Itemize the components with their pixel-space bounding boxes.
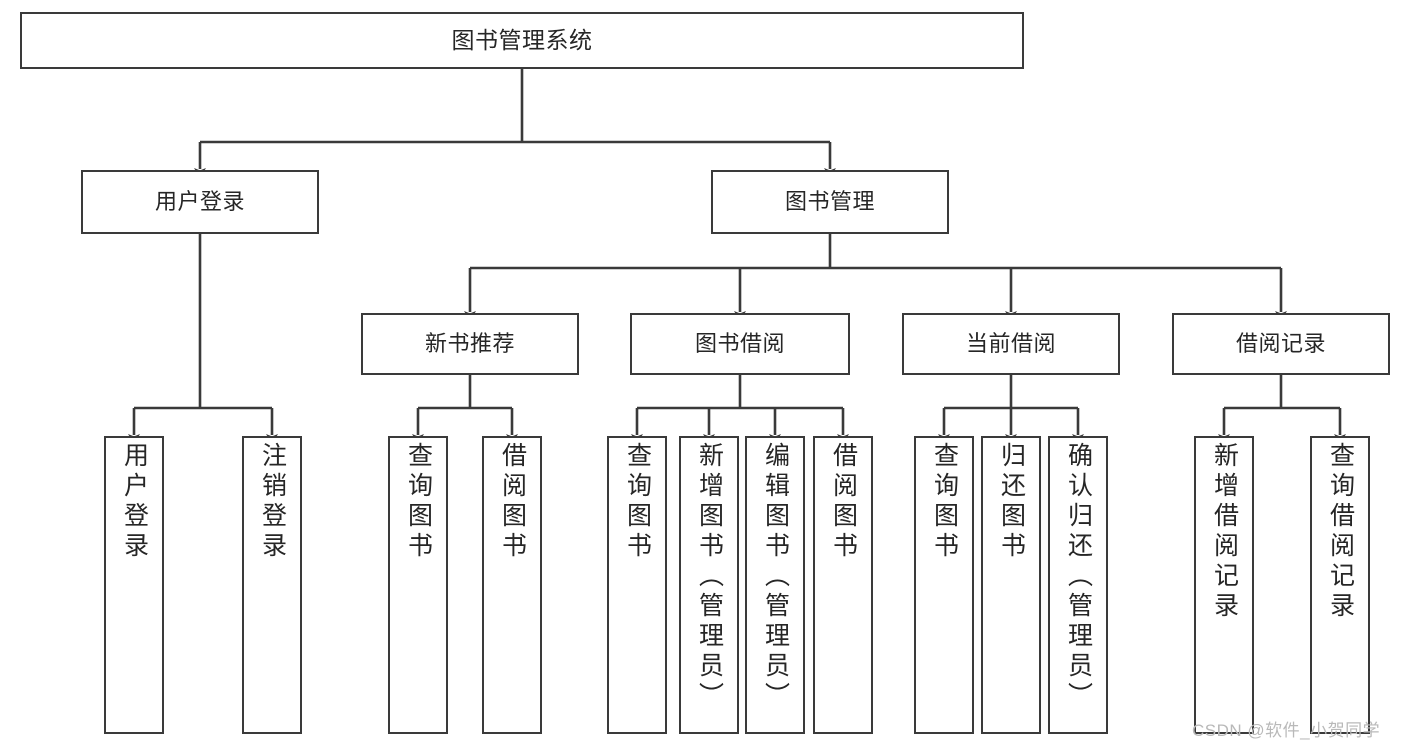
node-current[interactable]: 当前借阅 xyxy=(902,313,1120,375)
node-label: 图书管理系统 xyxy=(451,26,593,53)
node-l1[interactable]: 用户登录 xyxy=(104,436,164,734)
node-label: 注销登录 xyxy=(258,442,287,562)
node-label: 借阅记录 xyxy=(1235,331,1326,357)
node-l4[interactable]: 借阅图书 xyxy=(482,436,542,734)
node-l11[interactable]: 确认归还（管理员） xyxy=(1048,436,1108,734)
node-label: 确认归还（管理员） xyxy=(1064,442,1093,712)
node-label: 当前借阅 xyxy=(965,331,1056,357)
node-label: 借阅图书 xyxy=(498,442,527,562)
node-label: 用户登录 xyxy=(154,189,245,215)
node-records[interactable]: 借阅记录 xyxy=(1172,313,1390,375)
node-label: 查询图书 xyxy=(404,442,433,562)
node-label: 查询图书 xyxy=(930,442,959,562)
node-label: 编辑图书（管理员） xyxy=(761,442,790,712)
node-bookmgmt[interactable]: 图书管理 xyxy=(711,170,949,234)
node-login[interactable]: 用户登录 xyxy=(81,170,319,234)
node-l6[interactable]: 新增图书（管理员） xyxy=(679,436,739,734)
node-l5[interactable]: 查询图书 xyxy=(607,436,667,734)
node-label: 新增借阅记录 xyxy=(1210,442,1239,622)
node-label: 查询借阅记录 xyxy=(1326,442,1355,622)
node-newbook[interactable]: 新书推荐 xyxy=(361,313,579,375)
node-l10[interactable]: 归还图书 xyxy=(981,436,1041,734)
node-label: 图书管理 xyxy=(784,189,875,215)
node-label: 新增图书（管理员） xyxy=(695,442,724,712)
node-root[interactable]: 图书管理系统 xyxy=(20,12,1024,69)
node-borrow[interactable]: 图书借阅 xyxy=(630,313,850,375)
node-l13[interactable]: 查询借阅记录 xyxy=(1310,436,1370,734)
node-label: 用户登录 xyxy=(120,442,149,562)
node-l12[interactable]: 新增借阅记录 xyxy=(1194,436,1254,734)
node-label: 查询图书 xyxy=(623,442,652,562)
node-label: 借阅图书 xyxy=(829,442,858,562)
node-label: 图书借阅 xyxy=(694,331,785,357)
watermark-label: CSDN @软件_小贺同学 xyxy=(1192,721,1381,740)
node-l9[interactable]: 查询图书 xyxy=(914,436,974,734)
node-l8[interactable]: 借阅图书 xyxy=(813,436,873,734)
node-label: 新书推荐 xyxy=(424,331,515,357)
node-l7[interactable]: 编辑图书（管理员） xyxy=(745,436,805,734)
node-l2[interactable]: 注销登录 xyxy=(242,436,302,734)
node-label: 归还图书 xyxy=(997,442,1026,562)
node-l3[interactable]: 查询图书 xyxy=(388,436,448,734)
